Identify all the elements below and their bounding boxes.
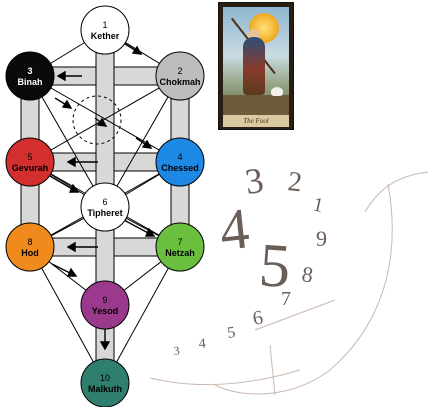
- arrow-binah-daath: [54, 97, 73, 109]
- card-artwork: [223, 7, 289, 115]
- sephirah-circle: [80, 5, 130, 55]
- cliff-icon: [223, 95, 289, 115]
- numeral-6: 6: [251, 307, 265, 330]
- spiral-curve-3: [149, 369, 301, 386]
- numeral-9: 9: [316, 226, 327, 251]
- sephirah-circle: [155, 222, 205, 272]
- spiral-line-1: [254, 299, 336, 331]
- path-hod-malkuth: [29, 246, 106, 384]
- arrow-chessed-gevurah: [66, 156, 98, 168]
- numeral-1: 1: [311, 193, 325, 217]
- spiral-curve-2: [214, 183, 393, 395]
- sephirah-name: Malkuth: [88, 384, 122, 394]
- numeral-5: 5: [226, 324, 236, 342]
- numeral-7: 7: [281, 288, 291, 310]
- numeral-2: 2: [286, 166, 303, 198]
- spiral-line-2: [269, 344, 276, 396]
- path-chokmah-gevurah: [29, 75, 181, 163]
- numeral-3: 3: [173, 343, 180, 358]
- sephirah-number: 6: [102, 197, 107, 207]
- sephirah-number: 3: [27, 66, 32, 76]
- sephirah-name: Hod: [21, 248, 39, 258]
- arrow-to-chessed: [135, 137, 153, 149]
- sephirah-name: Gevurah: [12, 163, 49, 173]
- sephirah-circle: [5, 222, 55, 272]
- arrow-gevurah-tipheret: [49, 175, 80, 193]
- sephirah-name: Yesod: [92, 306, 119, 316]
- numeral-4: 4: [217, 195, 253, 263]
- sephirah-number: 7: [177, 237, 182, 247]
- arrow-yesod-malkuth: [99, 328, 111, 351]
- numeral-8: 8: [300, 261, 314, 287]
- sephirah-name: Kether: [91, 31, 120, 41]
- sephirah-number: 1: [102, 20, 107, 30]
- sephirah-number: 10: [100, 373, 110, 383]
- sephirah-name: Tipheret: [87, 208, 122, 218]
- sephirah-circle: [5, 51, 55, 101]
- daath-circle: [72, 95, 122, 145]
- arrow-netzah-hod: [66, 241, 98, 253]
- sephirot-nodes: 1Kether2Chokmah3Binah4Chessed5Gevurah6Ti…: [5, 5, 205, 407]
- numeral-5: 5: [257, 231, 293, 301]
- sephirah-circle: [5, 137, 55, 187]
- dog-icon: [271, 87, 283, 96]
- sephirah-circle: [155, 51, 205, 101]
- arrow-chokmah-binah: [56, 70, 82, 82]
- sephirah-circle: [80, 182, 130, 232]
- sephirah-number: 9: [102, 295, 107, 305]
- sephirah-name: Binah: [17, 77, 42, 87]
- sephirah-number: 5: [27, 152, 32, 162]
- sephirah-name: Chessed: [161, 163, 199, 173]
- card-caption: The Fool: [223, 115, 289, 127]
- sephirah-circle: [155, 137, 205, 187]
- tarot-card-fool: The Fool: [218, 2, 294, 130]
- sephirah-number: 2: [177, 66, 182, 76]
- arrow-daath-center: [94, 117, 108, 127]
- path-arrows: [49, 41, 156, 351]
- spiral-curve-1: [364, 171, 428, 213]
- path-binah-tipheret: [29, 75, 106, 208]
- sephirah-name: Chokmah: [159, 77, 200, 87]
- sephirah-number: 8: [27, 237, 32, 247]
- numeral-4: 4: [198, 337, 206, 352]
- numeral-3: 3: [243, 160, 266, 202]
- arrow-hod-yesod: [51, 263, 78, 277]
- sephirah-circle: [80, 280, 130, 330]
- sephirah-number: 4: [177, 152, 182, 162]
- arrow-tipheret-netzah: [123, 219, 156, 237]
- path-netzah-malkuth: [104, 246, 181, 384]
- tree-of-life-diagram: 1Kether2Chokmah3Binah4Chessed5Gevurah6Ti…: [5, 5, 205, 407]
- sephirah-circle: [80, 358, 130, 407]
- fool-figure-icon: [243, 37, 265, 95]
- sephirah-name: Netzah: [165, 248, 195, 258]
